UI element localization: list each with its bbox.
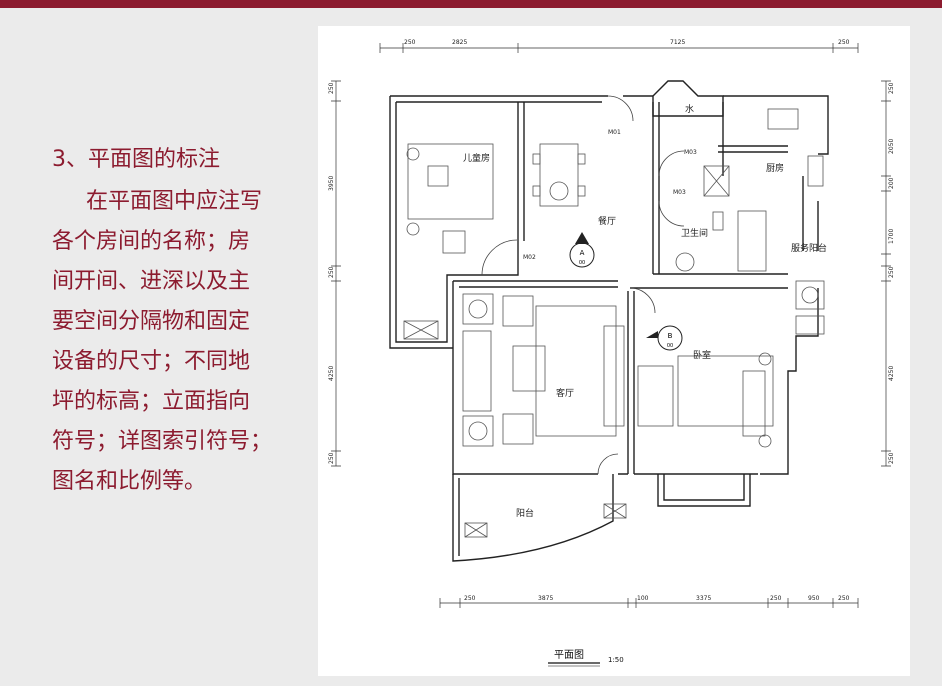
marker-b-letter: B <box>668 332 673 340</box>
dim-left-5: 250 <box>328 452 335 464</box>
body-line: 符号；详图索引符号； <box>52 429 273 454</box>
dim-top-3: 7125 <box>670 39 685 46</box>
plan-title: 平面图 <box>554 649 584 661</box>
dim-right-6: 4250 <box>888 366 895 381</box>
room-balcony: 阳台 <box>516 507 534 519</box>
dim-bottom-4: 3375 <box>696 595 711 602</box>
dim-bottom-7: 250 <box>838 595 850 602</box>
dim-right-2: 2050 <box>888 139 895 154</box>
room-bedroom: 卧室 <box>693 349 711 361</box>
floor-plan-sheet: A 00 B 00 儿童房 餐厅 厨房 卫生间 服务阳台 客厅 卧室 阳台 水 … <box>318 26 910 676</box>
annotation-text: 3、平面图的标注 在平面图中应注写 各个房间的名称；房 间开间、进深以及主 要空… <box>52 140 307 502</box>
room-living: 客厅 <box>556 387 574 399</box>
dim-top-2: 2825 <box>452 39 467 46</box>
dim-right-1: 250 <box>888 82 895 94</box>
room-service-balcony: 服务阳台 <box>791 242 827 254</box>
dim-bottom-1: 250 <box>464 595 476 602</box>
dim-right-4: 1700 <box>888 229 895 244</box>
body-line: 图名和比例等。 <box>52 469 207 494</box>
room-children: 儿童房 <box>463 152 490 164</box>
slide-body: 在平面图中应注写 各个房间的名称；房 间开间、进深以及主 要空间分隔物和固定 设… <box>52 182 307 502</box>
marker-a-letter: A <box>580 249 585 257</box>
dim-right-5: 250 <box>888 266 895 278</box>
dim-bottom-2: 3875 <box>538 595 553 602</box>
dim-bottom-3: 100 <box>637 595 649 602</box>
floor-plan-drawing: A 00 B 00 儿童房 餐厅 厨房 卫生间 服务阳台 客厅 卧室 阳台 水 … <box>328 39 895 667</box>
room-kitchen: 厨房 <box>766 162 784 174</box>
body-line: 设备的尺寸；不同地 <box>52 349 251 374</box>
dim-left-3: 250 <box>328 266 335 278</box>
dim-left-2: 3950 <box>328 176 335 191</box>
dim-bottom-5: 250 <box>770 595 782 602</box>
slide-heading: 3、平面图的标注 <box>52 147 220 172</box>
room-dining: 餐厅 <box>598 215 616 227</box>
plan-scale: 1:50 <box>608 656 624 664</box>
dim-bottom-6: 950 <box>808 595 820 602</box>
door-m03-a: M03 <box>684 149 697 156</box>
door-m02: M02 <box>523 254 536 261</box>
room-bath: 卫生间 <box>681 227 708 239</box>
top-accent-bar <box>0 0 942 8</box>
body-line: 间开间、进深以及主 <box>52 269 251 294</box>
marker-b-sheet: 00 <box>667 343 673 349</box>
dim-right-7: 250 <box>888 452 895 464</box>
body-line: 要空间分隔物和固定 <box>52 309 251 334</box>
door-m01: M01 <box>608 129 621 136</box>
dim-top-4: 250 <box>838 39 850 46</box>
body-line: 在平面图中应注写 <box>86 189 263 214</box>
door-m03-b: M03 <box>673 189 686 196</box>
dim-top-1: 250 <box>404 39 416 46</box>
room-water: 水 <box>685 103 694 115</box>
dim-left-1: 250 <box>328 82 335 94</box>
body-line: 坪的标高；立面指向 <box>52 389 251 414</box>
dim-right-3: 200 <box>888 177 895 189</box>
marker-a-sheet: 00 <box>579 260 585 266</box>
dim-left-4: 4250 <box>328 366 335 381</box>
body-line: 各个房间的名称；房 <box>52 229 251 254</box>
